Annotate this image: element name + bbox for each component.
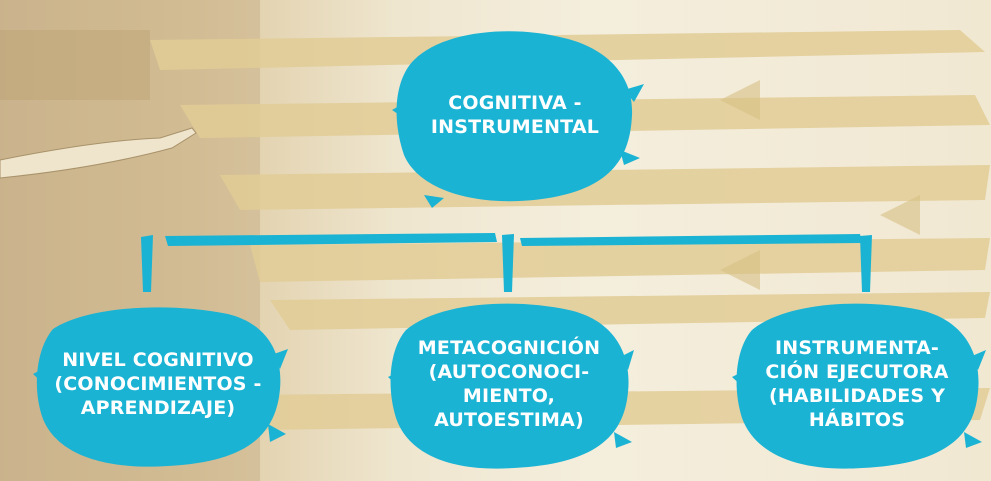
child-node-label: METACOGNICIÓN (AUTOCONOCI- MIENTO, AUTOE… bbox=[417, 337, 601, 431]
root-node-label: COGNITIVA - INSTRUMENTAL bbox=[430, 92, 600, 138]
photo-shadow bbox=[0, 30, 150, 100]
connector-drop-center bbox=[502, 234, 514, 292]
child-node-metacognicion: METACOGNICIÓN (AUTOCONOCI- MIENTO, AUTOE… bbox=[384, 292, 634, 476]
connector-horizontal-right bbox=[520, 234, 862, 246]
root-node-shape bbox=[392, 31, 644, 208]
root-node-fill bbox=[392, 31, 644, 208]
child-node-shape bbox=[732, 303, 986, 469]
child-node-shape bbox=[388, 303, 634, 469]
child-node-fill bbox=[388, 303, 634, 469]
child-node-fill bbox=[732, 303, 986, 469]
child-node-fill bbox=[33, 307, 288, 467]
child-node-instrumentacion: INSTRUMENTA- CIÓN EJECUTORA (HABILIDADES… bbox=[728, 292, 986, 476]
root-node: COGNITIVA - INSTRUMENTAL bbox=[384, 20, 646, 210]
connector-drop-left bbox=[141, 235, 153, 292]
arm-photo bbox=[0, 127, 197, 179]
child-node-nivel-cognitivo: NIVEL COGNITIVO (CONOCIMIENTOS - APRENDI… bbox=[28, 294, 288, 474]
connector-drop-right bbox=[860, 235, 872, 292]
child-node-shape bbox=[33, 307, 288, 467]
child-node-label: INSTRUMENTA- CIÓN EJECUTORA (HABILIDADES… bbox=[765, 337, 949, 431]
child-node-label: NIVEL COGNITIVO (CONOCIMIENTOS - APRENDI… bbox=[54, 349, 262, 419]
connector-horizontal-left bbox=[165, 233, 497, 246]
